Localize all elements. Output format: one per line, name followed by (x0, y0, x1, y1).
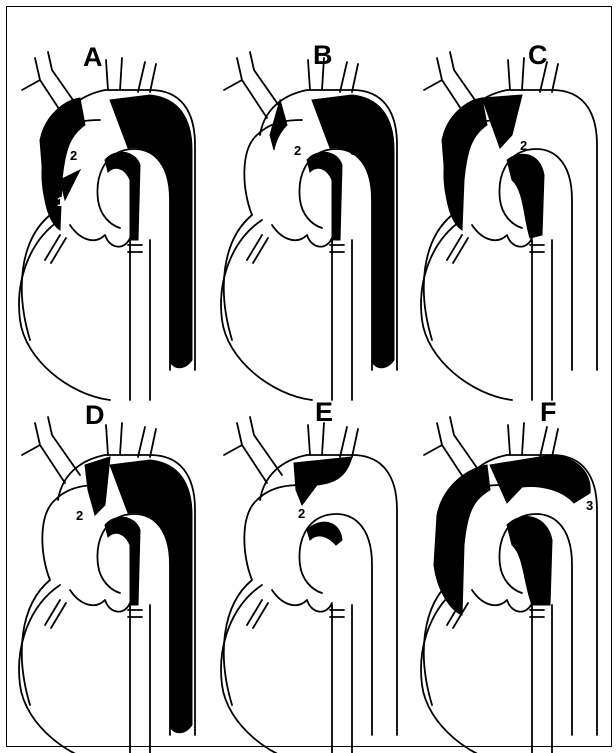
panel-label-d: D (85, 400, 105, 430)
entry-label-b-2: 2 (294, 143, 301, 158)
entry-label-b-3: 3 (350, 143, 357, 158)
entry-label-f-3: 3 (586, 498, 593, 513)
panel-label-c: C (528, 40, 548, 70)
panel-label-e: E (315, 397, 333, 427)
entry-label-e-2: 2 (298, 506, 305, 521)
panel-label-a: A (83, 42, 103, 72)
entry-label-c-2: 2 (520, 138, 527, 153)
panel-f (421, 417, 597, 753)
panel-a (19, 52, 195, 400)
entry-label-a-2: 2 (70, 148, 77, 163)
entry-label-a-1: 1 (57, 194, 64, 209)
panel-label-f: F (540, 397, 557, 427)
entry-label-a-3: 3 (117, 148, 124, 163)
panel-b (221, 52, 397, 400)
panel-c (421, 52, 597, 400)
entry-label-d-2: 2 (76, 508, 83, 523)
panel-label-b: B (313, 40, 333, 70)
panel-e (221, 417, 397, 753)
panel-d (19, 417, 195, 753)
